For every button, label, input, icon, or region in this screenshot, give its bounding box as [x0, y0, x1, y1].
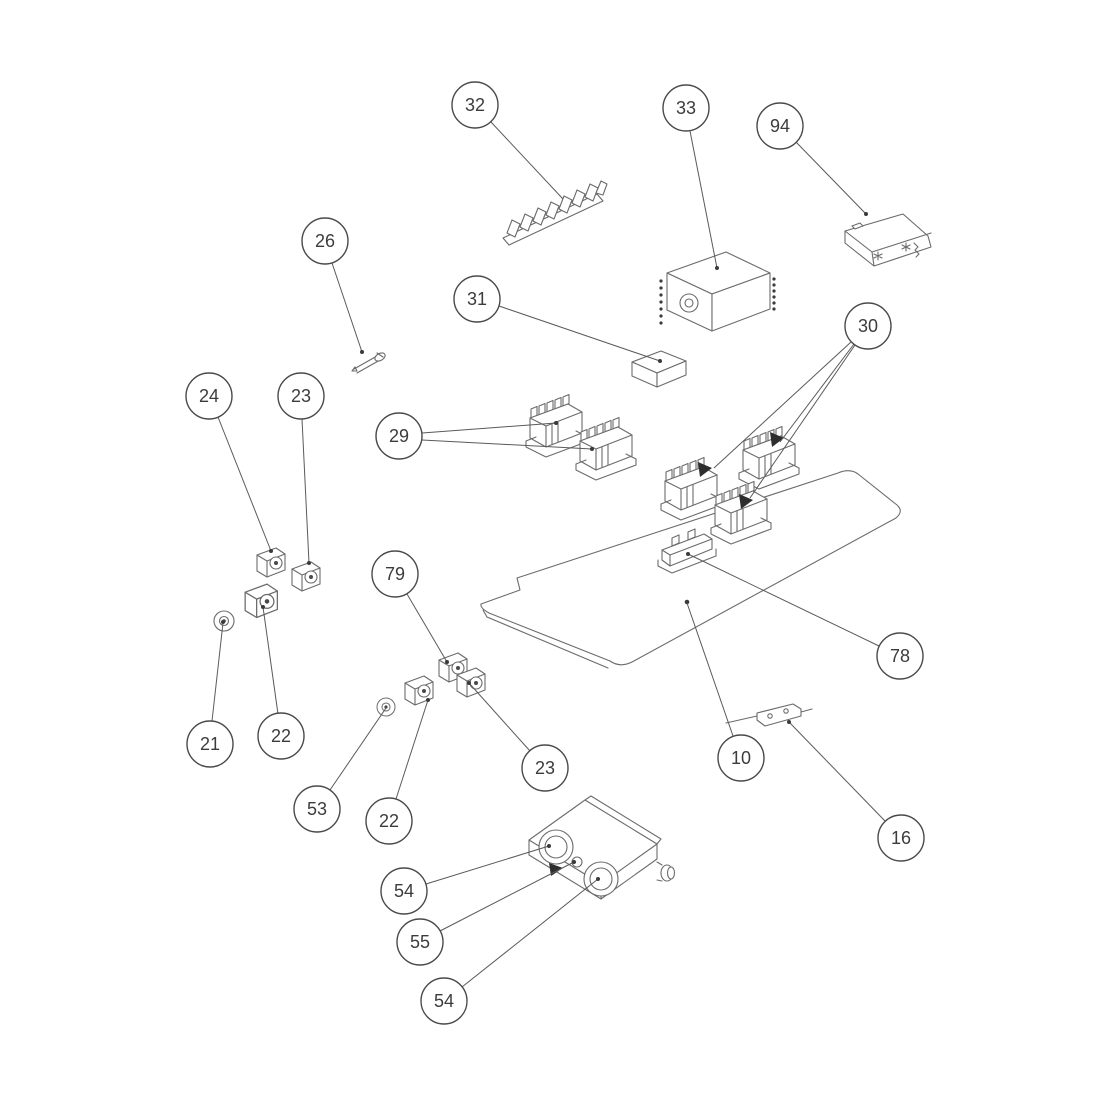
callout-label: 55	[410, 932, 430, 952]
callout-circle	[371, 550, 419, 598]
callout-label: 54	[434, 991, 454, 1011]
screw-drawing	[351, 352, 386, 374]
callout-circle	[521, 744, 569, 792]
switch-assembly-drawing	[528, 795, 676, 900]
callout-label: 10	[731, 748, 751, 768]
callout-circle	[756, 102, 804, 150]
callout-label: 54	[394, 881, 414, 901]
relay-terminal-dots-left	[659, 279, 663, 325]
callout-circle	[185, 372, 233, 420]
din-module-drawing	[844, 213, 932, 267]
grommet-53-drawing	[376, 697, 396, 717]
callout-label: 31	[467, 289, 487, 309]
callout-33: 33	[662, 84, 710, 132]
callout-78: 78	[876, 632, 924, 680]
callout-29: 29	[375, 412, 423, 460]
mounting-plate-drawing	[480, 470, 901, 669]
callout-circle	[293, 785, 341, 833]
end-terminal-drawing	[657, 528, 717, 574]
callouts: 32 33 94 26 31 30 24 23	[185, 81, 925, 1025]
callout-circle	[277, 372, 325, 420]
callout-circle	[396, 918, 444, 966]
callout-23-upper: 23	[277, 372, 325, 420]
callout-label: 26	[315, 231, 335, 251]
callout-22-lower: 22	[365, 797, 413, 845]
callout-circle	[453, 275, 501, 323]
callout-circle	[301, 217, 349, 265]
callout-32: 32	[451, 81, 499, 129]
callout-label: 94	[770, 116, 790, 136]
comb-strip-drawing	[502, 180, 608, 246]
callout-label: 16	[891, 828, 911, 848]
callout-circle	[380, 867, 428, 915]
callout-94: 94	[756, 102, 804, 150]
callout-55: 55	[396, 918, 444, 966]
callout-30: 30	[844, 302, 892, 350]
callout-53: 53	[293, 785, 341, 833]
callout-label: 79	[385, 564, 405, 584]
callout-26: 26	[301, 217, 349, 265]
jumper-link-drawing	[725, 703, 813, 727]
callout-23-lower: 23	[521, 744, 569, 792]
direction-arrows	[549, 432, 784, 876]
callout-label: 29	[389, 426, 409, 446]
callout-circle	[717, 734, 765, 782]
callout-79: 79	[371, 550, 419, 598]
terminal-block-29a-drawing	[525, 393, 587, 458]
callout-label: 53	[307, 799, 327, 819]
callout-label: 78	[890, 646, 910, 666]
small-block-drawing	[631, 350, 687, 388]
callout-31: 31	[453, 275, 501, 323]
callout-circle	[876, 632, 924, 680]
callout-54-top: 54	[380, 867, 428, 915]
callout-circle	[365, 797, 413, 845]
clip-22-left-drawing	[244, 583, 278, 619]
clip-23-upper-drawing	[291, 561, 321, 592]
callout-circle	[451, 81, 499, 129]
callout-circle	[844, 302, 892, 350]
callout-circle	[186, 720, 234, 768]
callout-circle	[257, 712, 305, 760]
callout-circle	[420, 977, 468, 1025]
callout-10: 10	[717, 734, 765, 782]
callout-label: 24	[199, 386, 219, 406]
callout-16: 16	[877, 814, 925, 862]
callout-label: 22	[271, 726, 291, 746]
callout-label: 22	[379, 811, 399, 831]
callout-label: 30	[858, 316, 878, 336]
relay-terminal-dots-right	[772, 277, 776, 311]
callout-21: 21	[186, 720, 234, 768]
callout-label: 32	[465, 95, 485, 115]
callout-label: 23	[291, 386, 311, 406]
terminal-block-30b-drawing	[710, 480, 772, 545]
callout-circle	[877, 814, 925, 862]
terminal-block-30c-drawing	[738, 425, 800, 490]
callout-24: 24	[185, 372, 233, 420]
callout-label: 33	[676, 98, 696, 118]
callout-circle	[662, 84, 710, 132]
callout-label: 21	[200, 734, 220, 754]
callout-54-bottom: 54	[420, 977, 468, 1025]
relay-drawing	[659, 251, 776, 332]
callout-22-left: 22	[257, 712, 305, 760]
terminal-block-30a-drawing	[660, 456, 722, 521]
callout-circle	[375, 412, 423, 460]
leader-lines	[211, 121, 886, 988]
callout-label: 23	[535, 758, 555, 778]
